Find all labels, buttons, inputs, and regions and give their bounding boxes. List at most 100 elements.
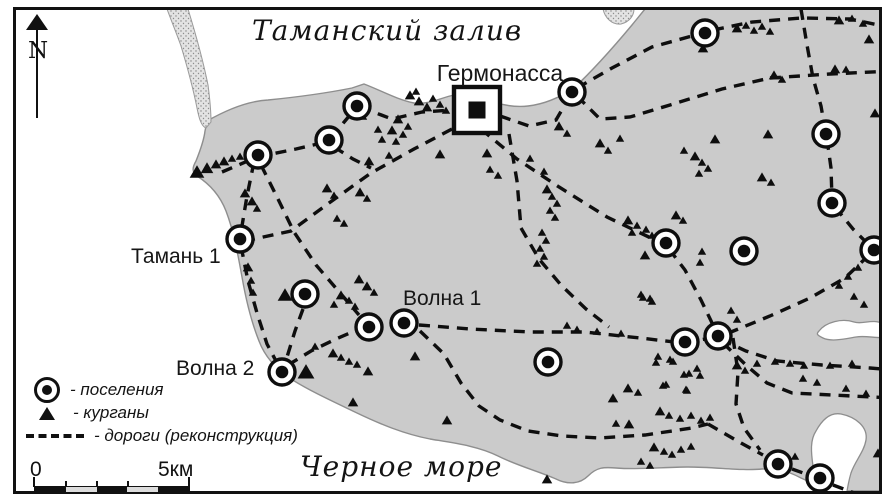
kurgan-marker <box>321 183 333 193</box>
kurgan-marker <box>428 94 438 102</box>
kurgan-marker <box>785 359 795 367</box>
settlement-marker <box>290 279 320 309</box>
settlement-marker <box>670 327 700 357</box>
road <box>359 105 453 121</box>
kurgan-marker <box>362 366 374 376</box>
kurgan-marker <box>632 221 642 229</box>
kurgan-marker <box>615 134 625 142</box>
kurgan-marker <box>756 172 768 182</box>
kurgan-marker <box>413 96 425 106</box>
road <box>712 16 889 32</box>
kurgan-marker <box>335 290 347 300</box>
kurgan-marker <box>853 263 863 271</box>
kurgan-marker <box>843 272 853 280</box>
settlement-marker <box>651 228 681 258</box>
kurgan-marker <box>664 411 674 419</box>
kurgan-marker <box>329 300 339 308</box>
kurgan-marker <box>695 371 705 379</box>
kurgan-marker <box>391 137 401 145</box>
kurgan-marker <box>636 290 646 298</box>
legend-kurgans-label: - курганы <box>73 403 149 422</box>
settlement-marker <box>267 357 297 387</box>
kurgan-marker <box>812 378 822 386</box>
kurgan-marker <box>539 252 549 260</box>
kurgan-marker <box>765 27 775 35</box>
kurgan-marker <box>675 414 685 422</box>
kurgan-marker <box>639 250 651 260</box>
legend-settlements-label: - поселения <box>70 380 164 399</box>
road <box>825 138 834 200</box>
road <box>576 34 693 90</box>
kurgan-marker <box>277 288 293 301</box>
road <box>253 127 453 241</box>
settlement-marker <box>342 91 372 121</box>
kurgan-marker <box>547 192 557 200</box>
kurgan-marker <box>686 411 696 419</box>
kurgan-marker <box>344 296 354 304</box>
kurgan-marker <box>403 122 413 130</box>
legend-item-roads: - дороги (реконструкция) <box>26 425 298 447</box>
settlement-marker <box>243 140 273 170</box>
kurgan-marker <box>696 416 706 424</box>
kurgan-marker <box>592 327 602 335</box>
kurgan-marker <box>350 302 360 310</box>
road <box>791 467 807 476</box>
sandspit <box>166 8 212 129</box>
kurgan-marker <box>550 213 560 221</box>
kurgan-marker <box>246 276 256 284</box>
kurgan-marker <box>392 114 404 124</box>
kurgan-marker <box>697 43 709 53</box>
kurgan-marker <box>218 156 230 166</box>
kurgan-marker <box>762 129 774 139</box>
kurgan-marker <box>553 121 565 131</box>
kurgan-marker <box>798 374 808 382</box>
kurgan-marker <box>235 152 245 160</box>
kurgan-marker <box>246 196 258 206</box>
road <box>479 127 656 242</box>
scalebar-tick <box>33 477 35 487</box>
kurgan-marker <box>731 23 743 33</box>
scalebar-tick <box>188 477 190 487</box>
kurgan-marker <box>398 130 408 138</box>
kurgan-marker <box>545 206 555 214</box>
kurgan-marker <box>849 292 859 300</box>
settlement-marker <box>763 449 793 479</box>
road <box>730 253 871 334</box>
settlement-marker <box>805 463 835 493</box>
kurgan-marker <box>541 236 551 244</box>
road <box>499 95 572 128</box>
kurgan-marker <box>847 359 857 367</box>
kurgan-marker <box>347 397 359 407</box>
kurgan-marker <box>329 191 339 199</box>
kurgan-marker <box>332 214 342 222</box>
kurgan-marker <box>863 34 875 44</box>
map-margin <box>0 493 895 500</box>
kurgan-marker <box>352 360 362 368</box>
kurgan-marker <box>636 457 646 465</box>
kurgan-marker <box>633 388 643 396</box>
kurgan-marker <box>858 19 868 27</box>
road <box>507 133 523 229</box>
kurgan-marker <box>616 329 626 337</box>
kurgan-marker <box>611 419 621 427</box>
kurgan-marker <box>697 247 707 255</box>
kurgan-marker <box>481 148 493 158</box>
road <box>285 308 305 358</box>
kurgan-marker <box>757 22 767 30</box>
kurgan-marker <box>709 134 721 144</box>
settlement-marker <box>354 312 384 342</box>
kurgan-marker <box>684 369 694 377</box>
kurgan-marker <box>692 364 702 372</box>
kurgan-marker <box>189 165 205 178</box>
kurgan-marker <box>682 386 692 394</box>
scalebar-tick <box>127 481 129 487</box>
scalebar <box>34 486 190 493</box>
kurgan-marker <box>541 474 553 484</box>
kurgan-marker <box>373 125 383 133</box>
kurgan-marker <box>768 70 780 80</box>
kurgan-marker <box>248 288 258 296</box>
north-arrow-shaft <box>36 28 38 118</box>
kurgan-marker <box>740 366 750 374</box>
kurgan-marker <box>659 447 669 455</box>
settlement-marker <box>729 236 759 266</box>
